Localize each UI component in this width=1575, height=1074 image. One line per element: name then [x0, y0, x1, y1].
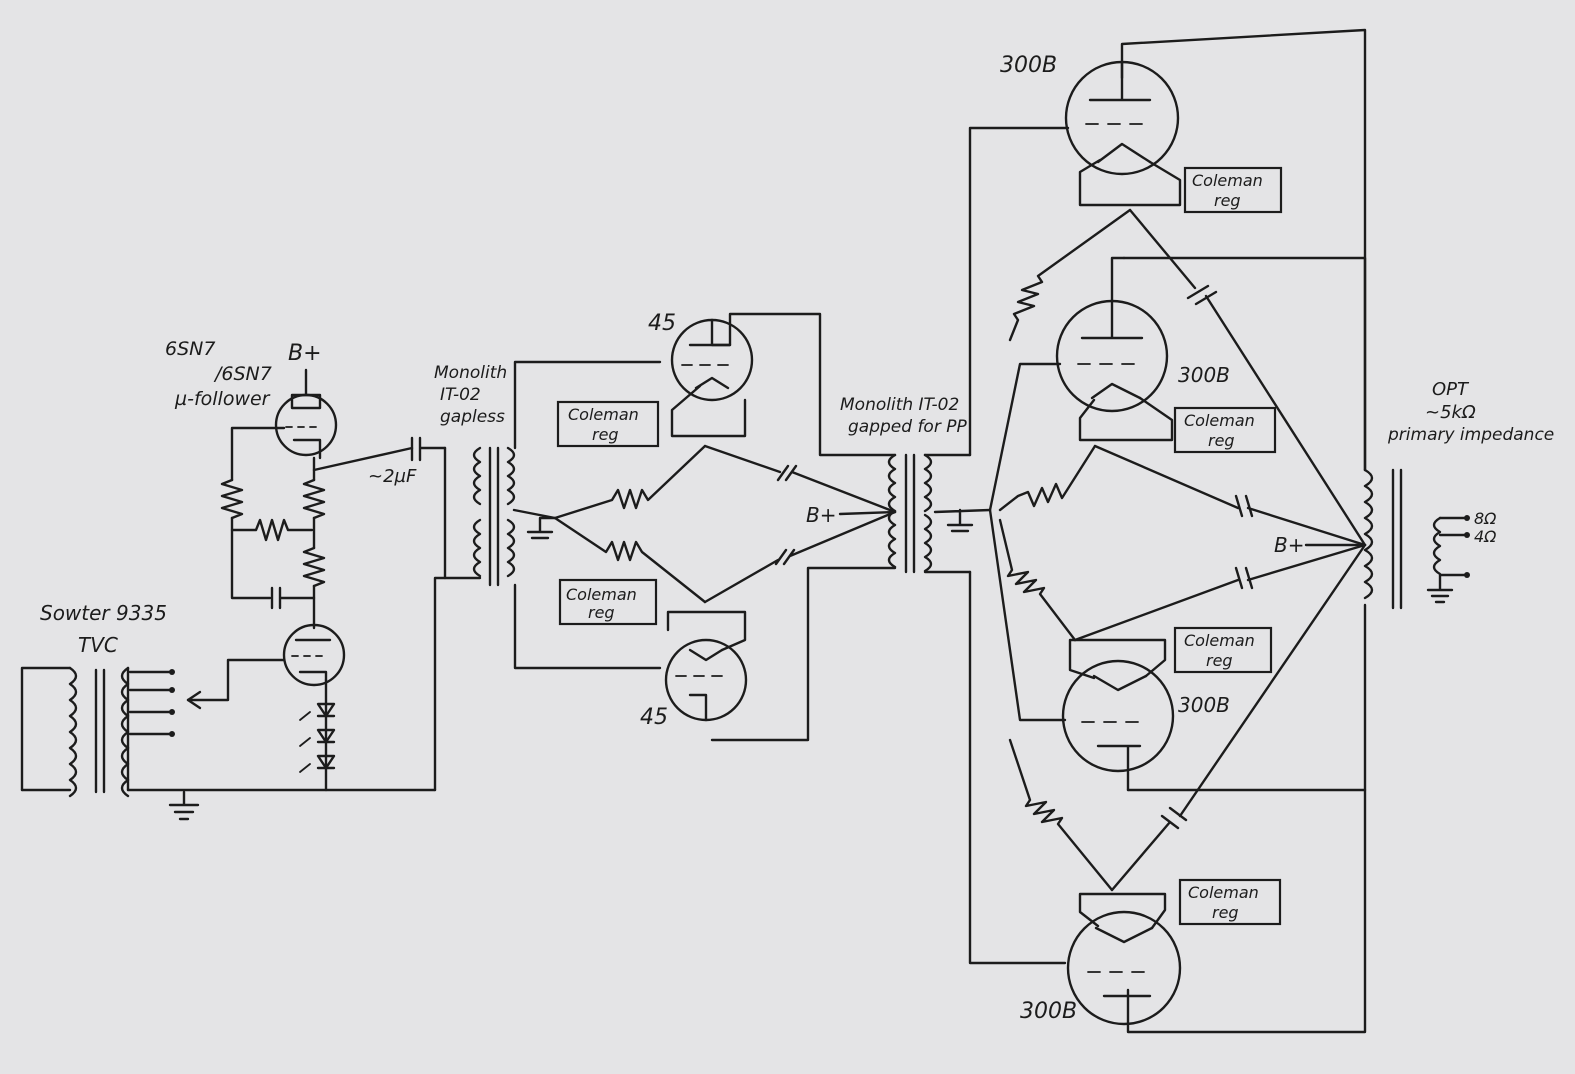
reg-label-6: reg	[1212, 903, 1239, 922]
monolith2-label-b: gapped for PP	[848, 417, 967, 437]
tube-45-lower	[664, 566, 897, 742]
interstage-transformer-1	[433, 446, 557, 792]
tap-4-label: 4Ω	[1474, 527, 1497, 546]
tube-6sn7-upper	[274, 368, 338, 460]
led-stack	[299, 678, 336, 792]
tube-300b-2-label: 300B	[1178, 363, 1230, 387]
tube-6sn7-label: 6SN7	[165, 338, 215, 360]
coleman-label-4: Coleman	[1184, 411, 1255, 430]
coleman-reg-300b-1: Coleman reg	[1183, 166, 1283, 214]
coleman-reg-300b-2: Coleman reg	[1173, 406, 1277, 454]
tube-300b-1-label: 300B	[1000, 53, 1057, 78]
tube-300b-3-label: 300B	[1178, 693, 1230, 717]
reg-label-2: reg	[588, 603, 615, 622]
coleman-reg-45-lower: Coleman reg	[558, 578, 658, 626]
monolith1-label-c: gapless	[440, 407, 505, 427]
reg-label-3: reg	[1214, 191, 1241, 210]
reg-label-5: reg	[1206, 651, 1233, 670]
bplus-label-2: B+	[806, 503, 836, 527]
opt-primary-label: primary impedance	[1387, 425, 1554, 445]
monolith1-label-b: IT-02	[440, 385, 481, 405]
monolith2-label-a: Monolith IT-02	[840, 395, 959, 415]
ground-symbol-1	[168, 790, 200, 821]
bplus-label-3: B+	[1274, 533, 1304, 557]
opt-impedance-label: ~5kΩ	[1425, 402, 1476, 423]
tube-300b-4-label: 300B	[1020, 999, 1077, 1024]
sowter-label: Sowter 9335	[40, 601, 167, 625]
coleman-label-6: Coleman	[1188, 883, 1259, 902]
cap-2uf-label: ~2µF	[368, 466, 417, 487]
output-transformer	[1363, 468, 1470, 610]
coleman-reg-45-upper: Coleman reg	[556, 400, 660, 448]
coupling-cap-2uf	[410, 436, 447, 462]
tube-6sn7-lower	[186, 623, 346, 702]
tvc-label: TVC	[78, 633, 118, 657]
tube-300b-2	[1055, 256, 1174, 442]
opt-label: OPT	[1432, 379, 1470, 400]
coleman-label-3: Coleman	[1192, 171, 1263, 190]
coleman-label-5: Coleman	[1184, 631, 1255, 650]
reg-label-1: reg	[592, 425, 619, 444]
coleman-label-2: Coleman	[566, 585, 637, 604]
tube-45-upper-label: 45	[648, 311, 676, 336]
reg-label-4: reg	[1208, 431, 1235, 450]
tvc-transformer	[20, 666, 437, 798]
tube-300b-4	[1066, 892, 1182, 1026]
interstage-transformer-2	[887, 453, 992, 574]
monolith1-label-a: Monolith	[434, 363, 507, 383]
coleman-reg-300b-4: Coleman reg	[1178, 878, 1282, 926]
tube-45-lower-label: 45	[640, 705, 668, 730]
tap-8-label: 8Ω	[1474, 509, 1497, 528]
tube-6sn7-label-b: /6SN7	[213, 363, 272, 385]
bplus-label-1: B+	[288, 341, 322, 366]
tube-45-upper	[670, 312, 897, 457]
tube-300b-3	[1061, 638, 1175, 792]
tube-300b-1	[1064, 60, 1182, 207]
coleman-reg-300b-3: Coleman reg	[1173, 626, 1273, 674]
coleman-label-1: Coleman	[568, 405, 639, 424]
mu-follower-label: µ-follower	[174, 388, 271, 410]
